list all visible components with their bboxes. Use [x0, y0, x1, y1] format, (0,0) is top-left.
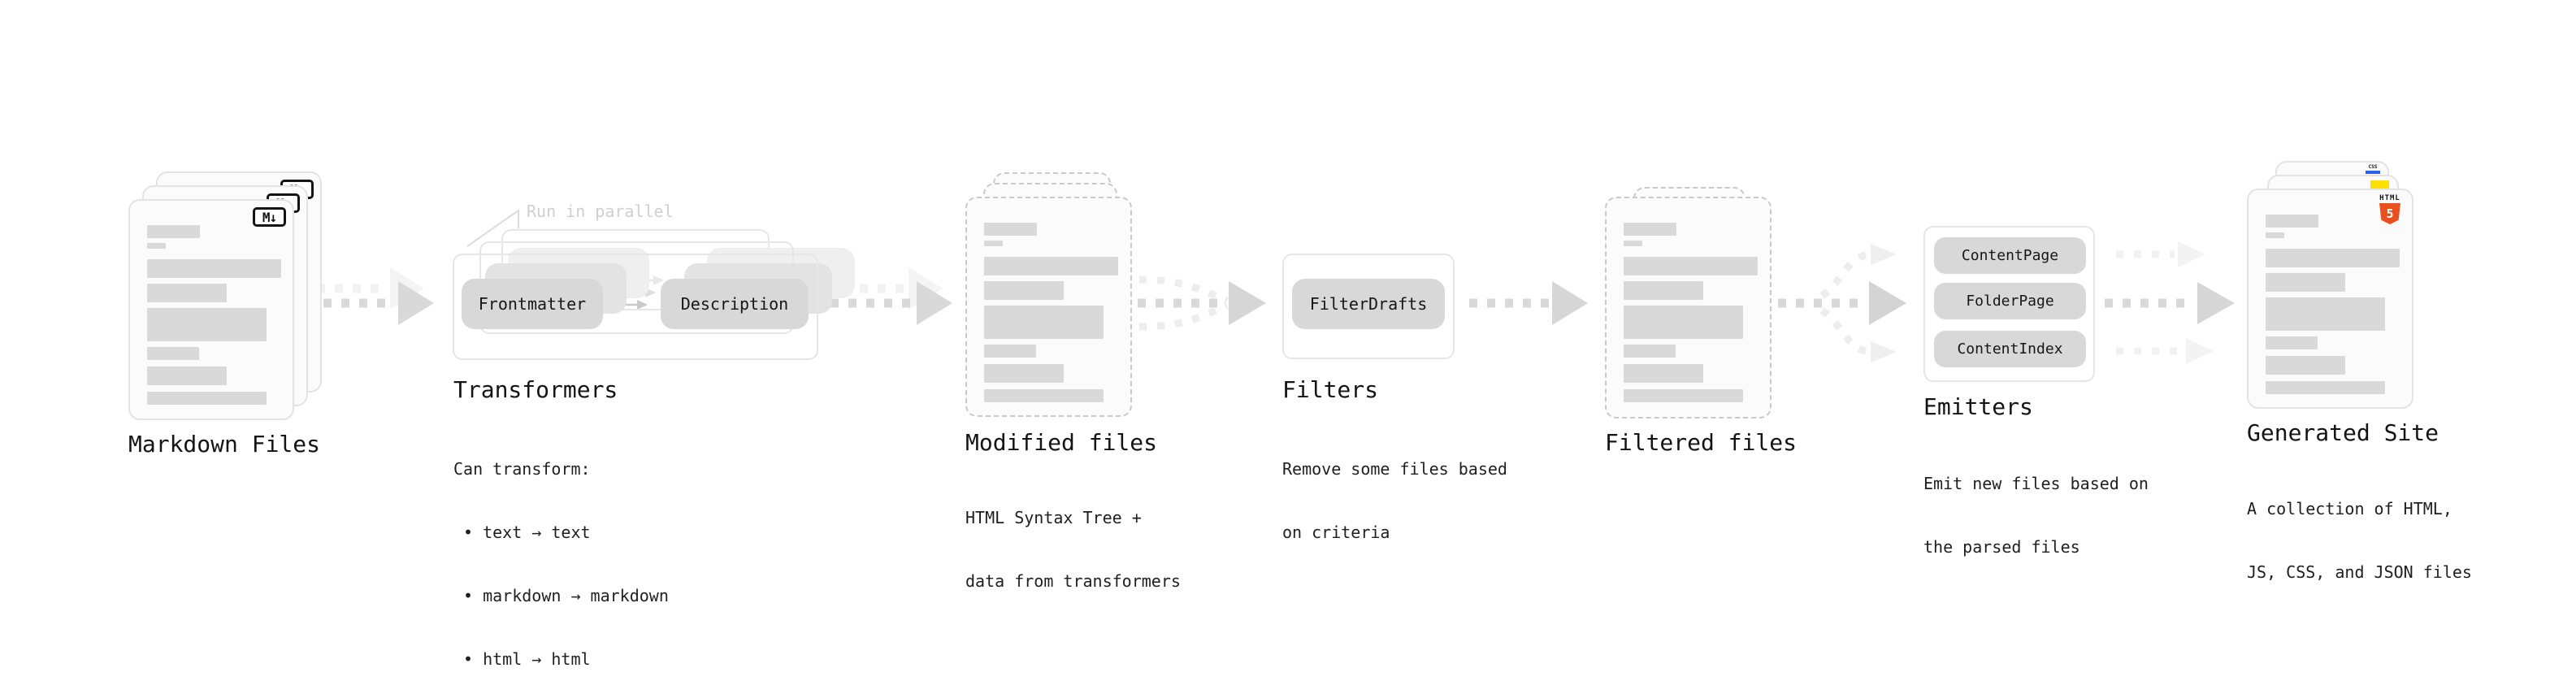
folderpage-chip: FolderPage	[1934, 283, 2086, 319]
generated-desc-line: A collection of HTML,	[2247, 499, 2452, 518]
arrow-modified-to-filters	[1138, 275, 1266, 331]
arrow-filters-to-filtered	[1469, 281, 1588, 325]
skeleton-text-bars	[147, 201, 293, 419]
generated-desc-line: JS, CSS, and JSON files	[2247, 562, 2472, 582]
generated-site-title: Generated Site	[2247, 419, 2439, 446]
arrow-filtered-to-emitters	[1778, 244, 1906, 362]
skeleton-text-bars	[2266, 190, 2412, 407]
modified-files-description: HTML Syntax Tree + data from transformer…	[965, 465, 1181, 634]
filtered-files-title: Filtered files	[1605, 429, 1798, 456]
css-icon-bar	[2366, 171, 2380, 174]
html5-icon-shield: 5	[2379, 203, 2400, 224]
transformers-description: Can transform: • text → text • markdown …	[453, 416, 669, 681]
emitters-description: Emit new files based on the parsed files	[1923, 431, 2149, 600]
markdown-icon: M↓	[253, 207, 286, 227]
css-icon: CSS	[2365, 165, 2381, 174]
filters-desc-line: on criteria	[1282, 523, 1390, 542]
skeleton-text-bars	[1624, 198, 1770, 417]
filterdrafts-chip: FilterDrafts	[1292, 279, 1445, 329]
html5-icon-label: HTML	[2379, 194, 2400, 202]
transformers-bullet: • text → text	[463, 523, 591, 542]
modified-desc-line: HTML Syntax Tree +	[965, 508, 1142, 527]
emitters-title: Emitters	[1923, 393, 2033, 420]
skeleton-text-bars	[984, 198, 1130, 415]
filters-desc-line: Remove some files based	[1282, 459, 1507, 479]
frontmatter-chip: Frontmatter	[462, 279, 603, 329]
filtered-file-card-front	[1605, 197, 1772, 419]
contentpage-chip: ContentPage	[1934, 237, 2086, 274]
transformers-bullet: • html → html	[463, 649, 591, 669]
emitters-desc-line: the parsed files	[1923, 537, 2080, 557]
transformers-desc-heading: Can transform:	[453, 459, 591, 479]
html5-icon: HTML 5	[2378, 194, 2402, 224]
modified-files-title: Modified files	[965, 429, 1158, 456]
transformers-bullet: • markdown → markdown	[463, 586, 669, 605]
js-icon	[2370, 180, 2389, 189]
run-in-parallel-label: Run in parallel	[527, 202, 674, 221]
transformer-box-front	[453, 254, 818, 360]
css-icon-label: CSS	[2368, 164, 2378, 170]
arrow-markdown-to-transformers	[306, 267, 434, 325]
arrow-emitters-to-generated	[2105, 241, 2235, 364]
modified-file-card-front	[965, 197, 1132, 417]
generated-site-description: A collection of HTML, JS, CSS, and JSON …	[2247, 456, 2472, 625]
generated-file-card-front: HTML 5	[2247, 189, 2413, 409]
contentindex-chip: ContentIndex	[1934, 331, 2086, 367]
transformers-title: Transformers	[453, 376, 618, 403]
emitters-desc-line: Emit new files based on	[1923, 474, 2149, 493]
markdown-files-title: Markdown Files	[128, 431, 321, 458]
markdown-file-card-front: M↓	[128, 199, 294, 420]
modified-desc-line: data from transformers	[965, 571, 1181, 591]
description-chip: Description	[661, 279, 809, 329]
filters-description: Remove some files based on criteria	[1282, 416, 1507, 585]
filters-title: Filters	[1282, 376, 1379, 403]
